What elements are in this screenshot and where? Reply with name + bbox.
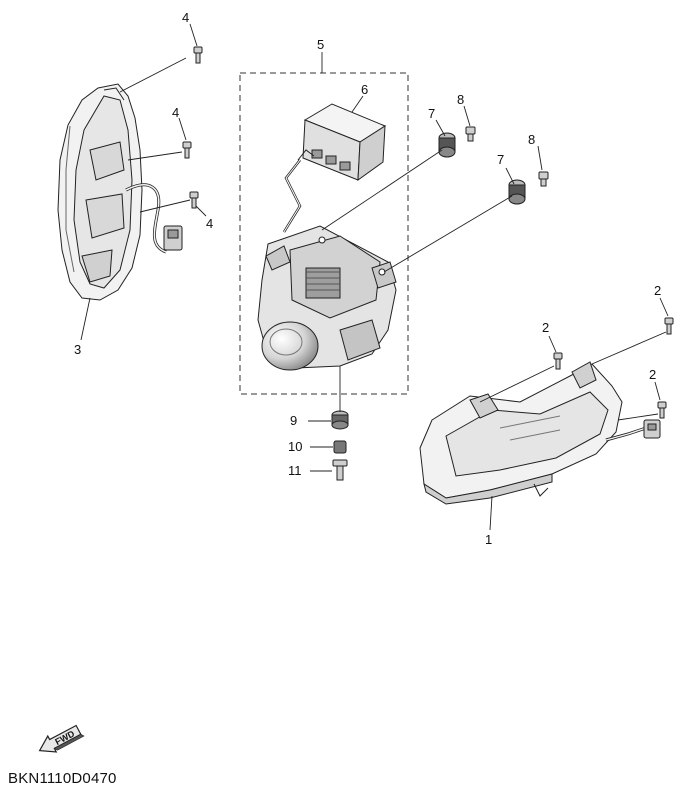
callout-7-lower: 7 [497, 152, 504, 167]
screw-4-middle [182, 141, 192, 159]
screw-2-top [664, 317, 674, 335]
right-lamp-assembly [419, 361, 661, 505]
callout-3: 3 [74, 342, 81, 357]
callout-11: 11 [288, 463, 302, 478]
callout-2-top: 2 [654, 283, 661, 298]
projector-lamp [257, 225, 397, 371]
diagram-code: BKN1110D0470 [8, 770, 117, 787]
screw-2-middle [553, 352, 563, 370]
callout-7-upper: 7 [428, 106, 435, 121]
screw-4-top [193, 46, 203, 64]
bolt-11 [332, 459, 348, 481]
screw-2-lower [657, 401, 667, 419]
fwd-arrow-icon: FWD [38, 724, 85, 753]
callout-4-top: 4 [182, 10, 189, 25]
screw-4-lower [189, 191, 199, 209]
control-module [297, 103, 387, 182]
callout-6: 6 [361, 82, 368, 97]
callout-2-lower: 2 [649, 367, 656, 382]
callout-5: 5 [317, 37, 324, 52]
bolt-8-upper [465, 126, 476, 142]
callout-1: 1 [485, 532, 492, 547]
collar-10 [333, 440, 347, 454]
left-lamp-assembly [57, 83, 183, 301]
callout-2-middle: 2 [542, 320, 549, 335]
callout-9: 9 [290, 413, 297, 428]
bolt-8-lower [538, 171, 549, 187]
callout-8-lower: 8 [528, 132, 535, 147]
assembly-group-box [239, 72, 409, 395]
leader-lines [80, 23, 669, 531]
nut-9 [331, 410, 349, 430]
callout-8-upper: 8 [457, 92, 464, 107]
callout-10: 10 [288, 439, 302, 454]
grommet-7-upper [438, 132, 456, 158]
callout-4-lower: 4 [206, 216, 213, 231]
callout-4-middle: 4 [172, 105, 179, 120]
grommet-7-lower [508, 179, 526, 205]
